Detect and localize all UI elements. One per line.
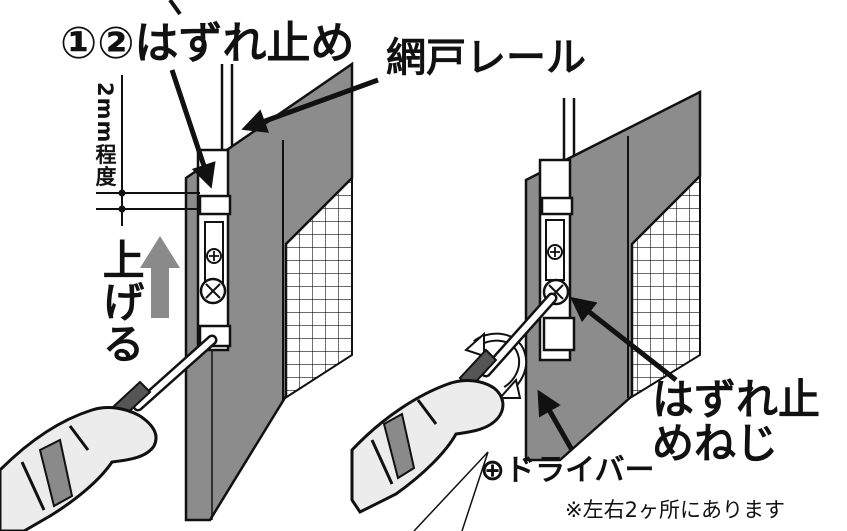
pointer-arrows xyxy=(168,0,678,452)
left-stop-bracket xyxy=(196,148,232,352)
stop-screw-label: はずれ止めねじ xyxy=(652,375,821,469)
stop-title-label: ①②はずれ止め xyxy=(60,18,355,69)
stop-pointer-arrow-icon xyxy=(169,69,216,189)
raise-instruction-label: 上げる xyxy=(96,238,146,364)
screw-pointer-arrow-icon xyxy=(570,296,678,382)
right-hand-icon xyxy=(350,379,505,514)
left-frame-assembly xyxy=(0,61,354,531)
rail-pointer-arrow-icon xyxy=(241,77,379,133)
gap-dimension-lines xyxy=(96,75,200,226)
right-stop-bracket xyxy=(538,158,576,362)
rotation-arrow-icon xyxy=(464,331,528,399)
callout-lines xyxy=(413,451,489,531)
gap-dimension-label: 2mm程度 xyxy=(93,82,117,188)
raise-up-arrow-icon xyxy=(140,236,180,318)
right-screwdriver-icon xyxy=(458,292,558,390)
location-note-label: ※左右2ヶ所にあります xyxy=(565,498,785,522)
phillips-driver-label: ⊕ドライバー xyxy=(480,453,655,488)
driver-pointer-arrow-icon xyxy=(537,389,575,452)
right-frame-assembly xyxy=(350,89,702,531)
screen-rail-label: 網戸レール xyxy=(386,35,586,81)
left-hand-icon xyxy=(0,406,158,531)
